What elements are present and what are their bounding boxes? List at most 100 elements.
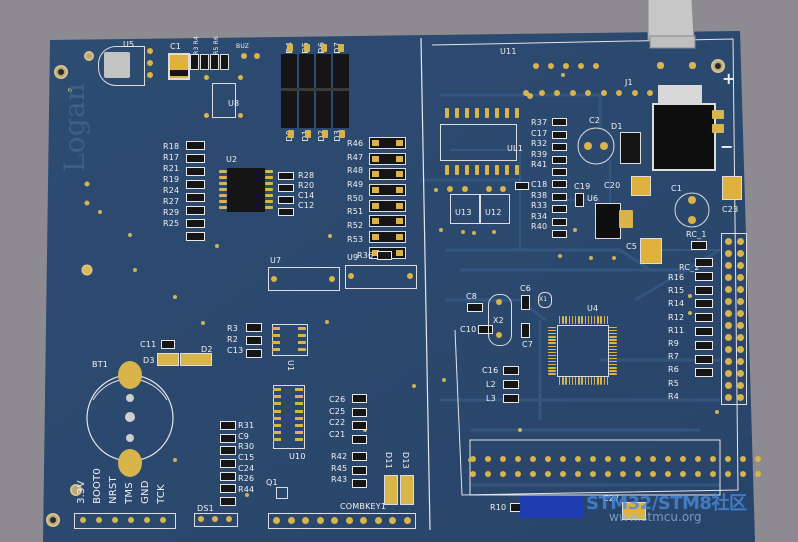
u10-pin-row [273,402,303,406]
u4-pin [584,377,586,385]
watermark-text: STM32/STM8社区 [586,493,747,514]
header-pin [725,382,732,389]
combkey-pin [345,517,353,524]
u4-pin [609,342,617,344]
u2-pins-left [219,170,227,212]
label-l3: L3 [486,394,496,403]
swd-pin [80,517,86,523]
u1-pin-row [272,334,306,337]
u4-pin [590,316,593,324]
u4-pin [548,370,556,372]
label-u6: U6 [587,194,599,203]
label-r36: R36 [357,251,374,260]
ul1-pad [515,165,519,175]
resistor [200,54,209,70]
j1-pin [647,90,653,96]
combkey-pin [389,517,396,524]
d-pad [287,44,293,52]
j1-pin [593,63,599,69]
u4-pin [594,316,596,324]
label-c: C15 [238,453,255,463]
u4-pin [548,364,556,366]
label-r: R47 [347,152,364,162]
header-pin [590,456,596,462]
u2-pin [219,200,227,203]
capacitor [352,434,367,444]
resistor [695,258,713,267]
header-pin [737,322,744,329]
u10-pin-row [273,388,303,391]
u1-pin-row [272,348,306,351]
d-pad [304,44,310,52]
u2-pin [265,170,273,173]
label-r: R26 [238,474,255,484]
u9-pin [407,273,413,279]
resistor [695,299,713,309]
swd-pin [112,517,118,523]
label-r: R28 [298,171,315,180]
u2-pin [265,182,273,185]
header-pin [725,262,732,269]
header-pin [737,382,744,389]
label-c19: C19 [574,182,591,191]
label-r: R12 [668,312,685,322]
u4-pin [606,316,609,324]
label-c11: C11 [140,340,157,349]
ds1-pin [198,516,204,522]
u4-pin [548,348,556,350]
watermark-url: www.stmcu.org [609,510,702,524]
header-pin [725,286,732,293]
c10-cap [478,325,493,334]
header-pin [725,358,732,365]
label-c16: C16 [482,366,499,375]
u4-pin [603,316,606,324]
label-ul1: UL1 [507,144,524,153]
label-r: R18 [163,142,180,151]
combkey-header [268,513,416,529]
label-r: R53 [347,234,364,244]
combkey-pin [403,517,411,524]
resistor [552,205,567,213]
resistor [186,219,205,228]
u10-right-labels: C26 C25 C22 C21 [329,395,345,441]
header-pin [560,456,566,462]
resistor [552,143,567,151]
label-r: R40 [531,222,548,231]
label-r: R5 [668,378,680,388]
c27-tantalum [622,502,646,520]
j1-pin [538,90,545,96]
resistor [552,192,567,201]
u4-pin [609,354,617,357]
header-pin [560,471,566,477]
resistor [369,168,406,181]
ul1-pad [505,108,509,118]
ul1-pad [445,108,449,118]
header-pin [737,262,744,269]
c8-cap [467,303,483,312]
u4-pin [548,333,556,335]
label-u12: U12 [485,208,502,217]
header-pin [725,322,732,329]
header-pin [545,456,551,462]
c2-electrolytic [577,127,615,165]
label-d13: D13 [401,452,410,469]
j1-pin [569,90,576,96]
r36-resistor [377,251,392,260]
resistor [695,313,713,323]
header-pin [755,456,761,462]
regulator-tab [658,85,702,105]
resistor [352,452,367,461]
resistor [190,54,199,70]
resistor [369,152,406,165]
right-col-labels: R16 R15 R14 R12 R11 R9 R7 R6 R5 R4 [668,273,684,405]
u4-pin [609,364,617,366]
u4-pin [600,377,602,385]
label-x1: X1 [539,296,548,303]
u4-pin [609,330,617,332]
header-pin [530,456,536,462]
resistor [552,168,567,176]
label-r: R3 [227,324,239,333]
pin-label: TCK [156,484,167,504]
u5-pin [147,72,153,78]
u4-pin [587,377,590,385]
